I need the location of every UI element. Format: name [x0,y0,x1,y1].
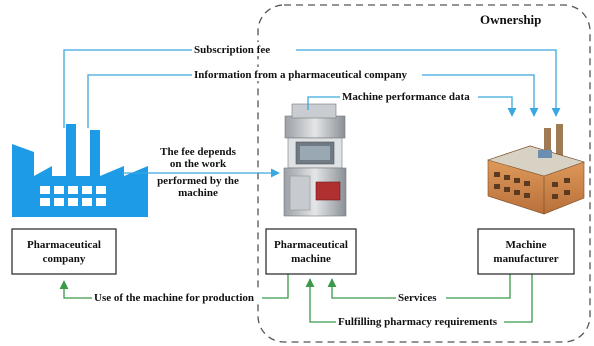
use-of-machine-label: Use of the machine for production [94,292,254,304]
company-box: Pharmaceutical company [11,228,117,275]
subscription-fee-label: Subscription fee [194,44,270,56]
factory-icon [12,124,148,217]
svg-text:Machine: Machine [506,239,547,251]
services-label: Services [398,292,437,304]
svg-text:company: company [43,253,86,265]
svg-text:The fee depends: The fee depends [160,146,237,158]
svg-text:Pharmaceutical: Pharmaceutical [274,239,348,251]
svg-text:manufacturer: manufacturer [493,253,558,265]
svg-text:Pharmaceutical: Pharmaceutical [27,239,101,251]
machine-box: Pharmaceutical machine [265,228,357,275]
manufacturer-box: Machine manufacturer [477,228,575,275]
subscription-fee-flow [63,49,561,128]
performance-data-label: Machine performance data [342,91,470,103]
ownership-title: Ownership [480,12,541,27]
information-label: Information from a pharmaceutical compan… [194,69,408,81]
fee-note-label: The fee depends on the work performed by… [157,146,239,199]
manufacturer-building-icon [486,124,585,215]
svg-text:machine: machine [291,253,331,265]
svg-text:performed by the: performed by the [157,175,239,187]
svg-text:machine: machine [178,187,218,199]
fulfilling-label: Fulfilling pharmacy requirements [338,316,498,328]
svg-text:on the work: on the work [170,158,227,170]
tablet-press-icon [283,103,347,217]
